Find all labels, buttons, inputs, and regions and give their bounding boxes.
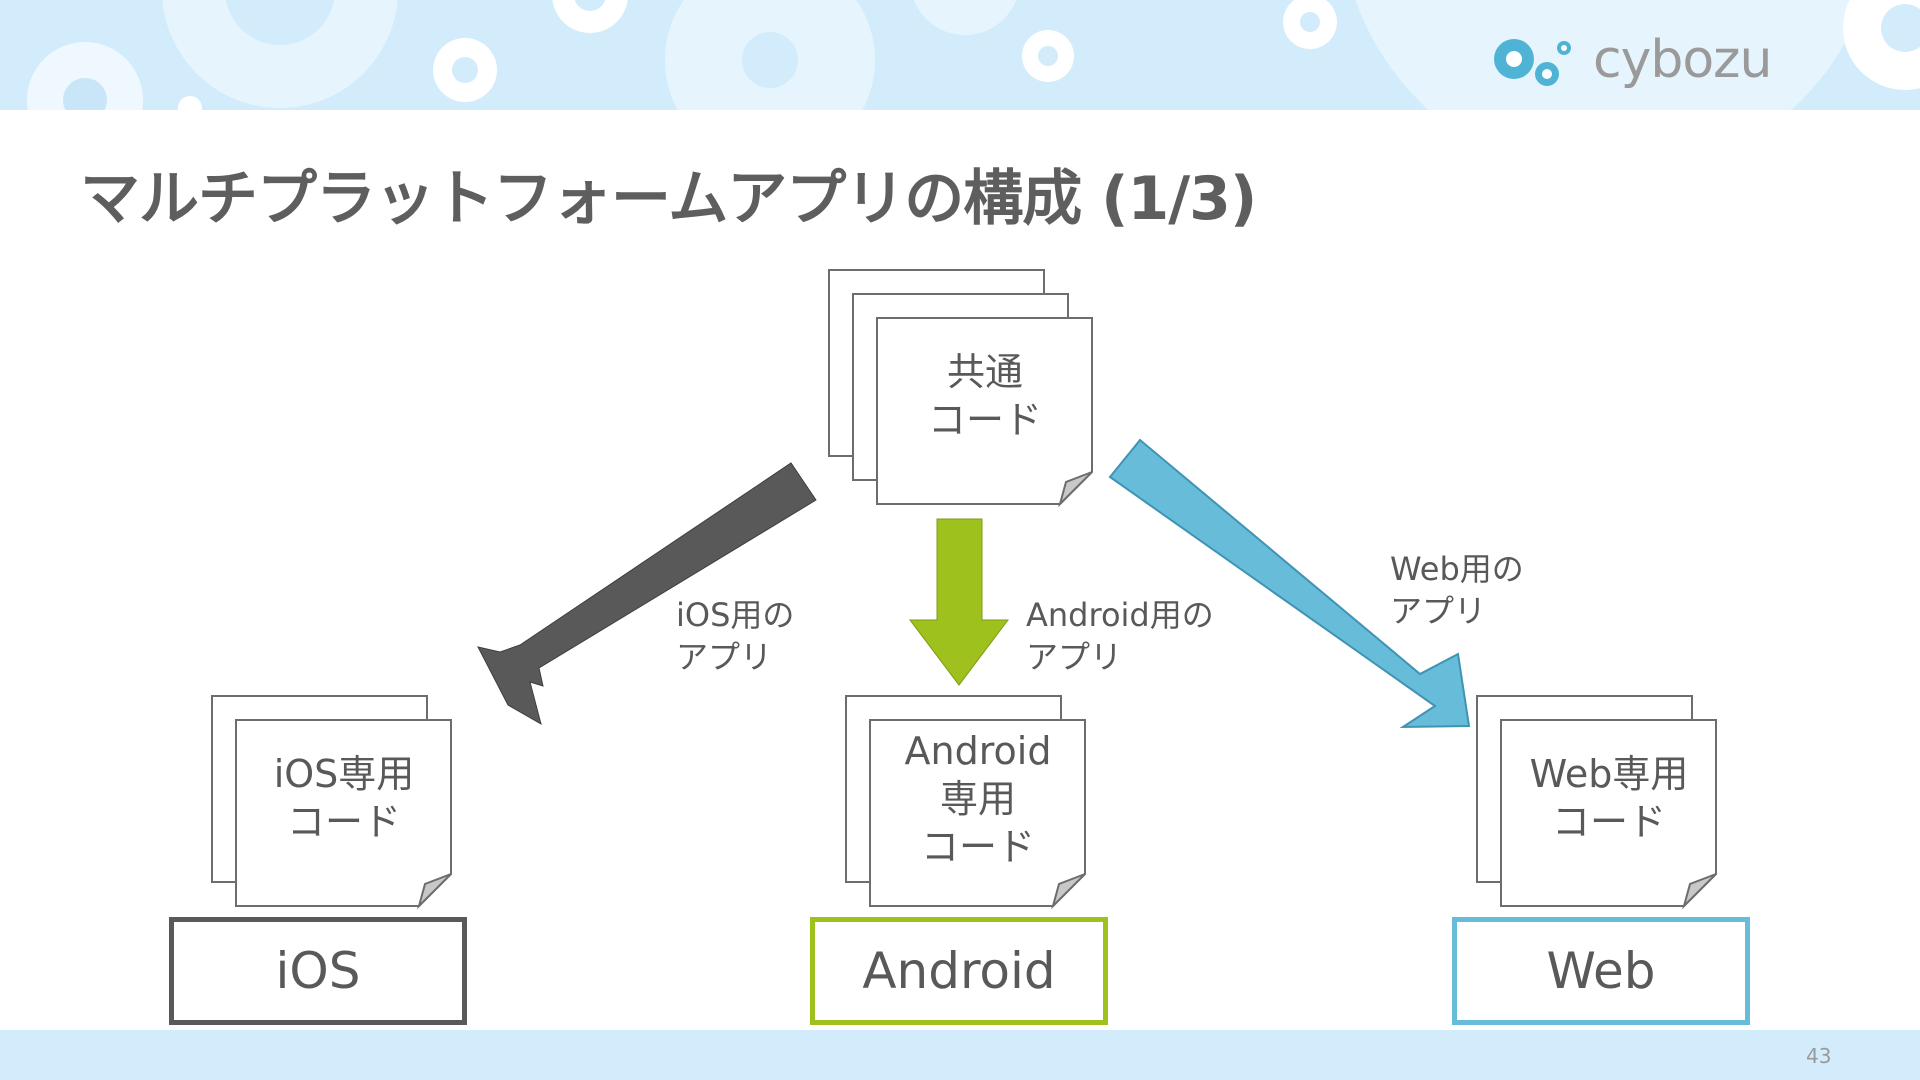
android-code-label-line: 専用 xyxy=(939,777,1016,821)
decor-circle xyxy=(452,57,478,83)
android-code-document-stack xyxy=(845,695,1086,910)
page-curl-icon xyxy=(1682,873,1717,910)
android-arrow-label-line: Android用の xyxy=(1026,596,1214,634)
android-code-label: Android 専用 コード xyxy=(880,727,1076,871)
decor-circle xyxy=(1881,4,1920,52)
decor-circle xyxy=(63,78,107,110)
logo-mark-icon xyxy=(1494,39,1571,86)
decor-circle xyxy=(178,96,202,110)
web-code-document-stack xyxy=(1476,695,1717,910)
web-platform-box: Web xyxy=(1452,917,1750,1025)
ios-arrow-label: iOS用の アプリ xyxy=(676,594,794,678)
decor-circle xyxy=(913,0,1017,35)
android-arrow-label-line: アプリ xyxy=(1026,638,1123,676)
page-title: マルチプラットフォームアプリの構成 (1/3) xyxy=(80,164,1257,234)
common-code-document-stack xyxy=(828,269,1093,508)
ios-platform-label: iOS xyxy=(275,942,361,1000)
decor-circle xyxy=(574,0,606,11)
ios-platform-box: iOS xyxy=(169,917,467,1025)
page-curl-icon xyxy=(417,873,452,910)
footer-band xyxy=(0,1030,1920,1080)
android-platform-box: Android xyxy=(810,917,1108,1025)
header-decoration xyxy=(27,0,1920,110)
header-band xyxy=(0,0,1920,110)
web-code-label-line: コード xyxy=(1551,800,1666,844)
decor-circle xyxy=(162,0,398,108)
decor-circle xyxy=(742,32,798,88)
ios-arrow-label-line: アプリ xyxy=(676,638,773,676)
ios-code-label-line: コード xyxy=(286,800,401,844)
ios-code-label: iOS専用 コード xyxy=(246,750,442,846)
decor-circle xyxy=(225,0,335,45)
page-number: 43 xyxy=(1806,1044,1832,1068)
page-curl-icon xyxy=(1058,471,1093,508)
decor-circle xyxy=(1038,46,1058,66)
logo-text: cybozu xyxy=(1593,30,1772,90)
android-code-label-line: Android xyxy=(904,729,1052,773)
ios-arrow-label-line: iOS用の xyxy=(676,596,795,634)
android-arrow xyxy=(908,518,1010,686)
common-code-label-line: コード xyxy=(927,398,1042,442)
android-arrow-label: Android用の アプリ xyxy=(1026,594,1214,678)
web-arrow-label-line: アプリ xyxy=(1390,592,1487,630)
page-curl-icon xyxy=(1051,873,1086,910)
decor-circle xyxy=(1355,0,1865,110)
web-code-label-line: Web専用 xyxy=(1529,752,1689,796)
ios-code-document-stack xyxy=(211,695,452,910)
ios-code-label-line: iOS専用 xyxy=(273,752,415,796)
web-code-label: Web専用 コード xyxy=(1511,750,1707,846)
decor-circle xyxy=(552,0,628,33)
web-arrow-label-line: Web用の xyxy=(1390,550,1524,588)
web-platform-label: Web xyxy=(1546,942,1656,1000)
decor-circle xyxy=(1300,12,1320,32)
cybozu-logo: cybozu xyxy=(1490,30,1772,100)
decor-circle xyxy=(27,42,143,110)
ios-arrow xyxy=(477,462,817,726)
web-arrow-label: Web用の アプリ xyxy=(1390,548,1524,632)
android-platform-label: Android xyxy=(862,942,1056,1000)
android-code-label-line: コード xyxy=(920,825,1035,869)
web-arrow xyxy=(1108,438,1471,729)
common-code-label-line: 共通 xyxy=(946,350,1023,394)
common-code-label: 共通 コード xyxy=(887,348,1083,444)
